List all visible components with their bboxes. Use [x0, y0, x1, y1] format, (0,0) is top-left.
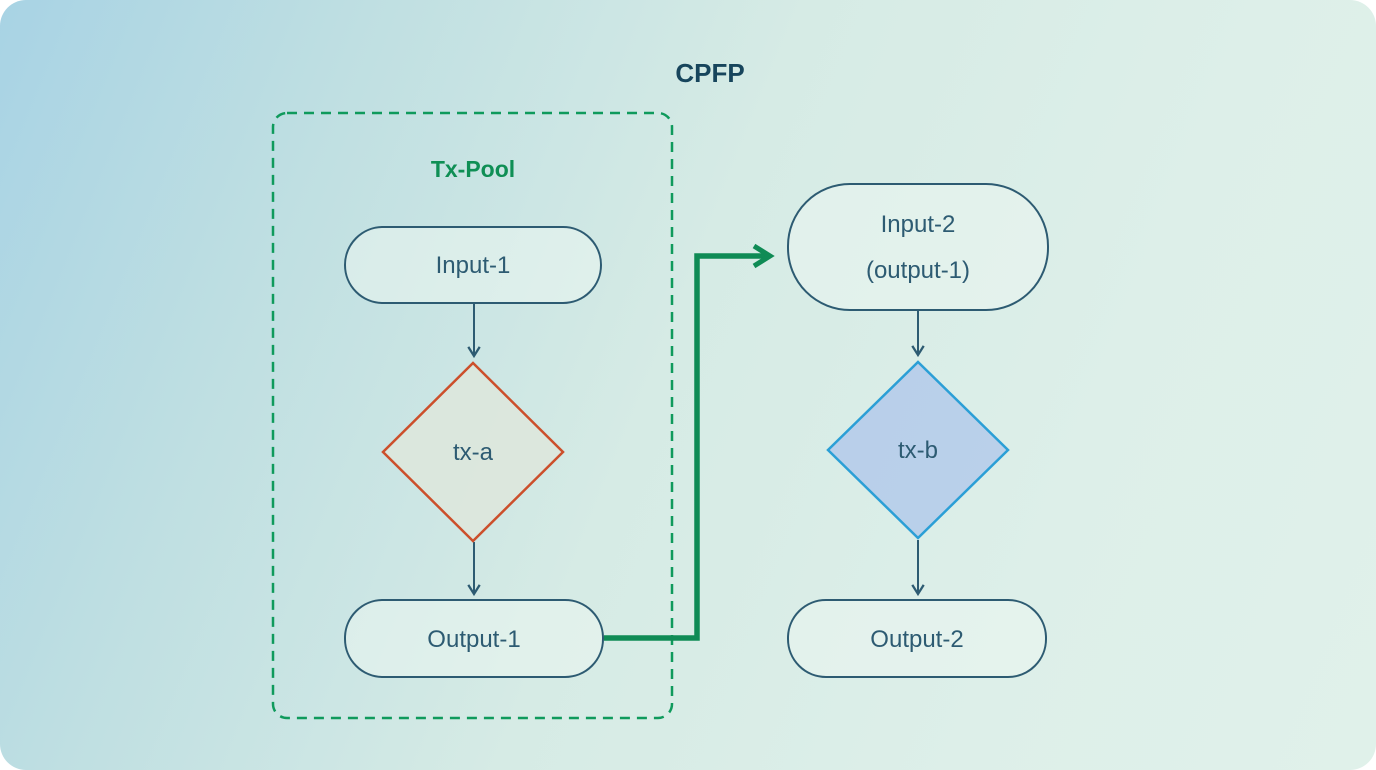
node-tx-a-diamond: [381, 361, 565, 543]
node-output1: [344, 599, 604, 678]
arrow-output1-to-input2: [604, 243, 775, 641]
tx-pool-label: Tx-Pool: [431, 156, 515, 182]
node-output2-label: Output-2: [870, 626, 963, 653]
node-input2-label: Input-2: [881, 211, 956, 238]
node-input2-sublabel: (output-1): [866, 257, 970, 284]
node-input2: [787, 183, 1049, 311]
tx-pool-dashed-box: [271, 111, 674, 720]
node-output1-label: Output-1: [427, 626, 520, 653]
diagram-title: CPFP: [675, 58, 744, 88]
node-tx-a-label: tx-a: [453, 439, 494, 466]
node-tx-b-diamond: [826, 360, 1010, 540]
node-input1: [344, 226, 602, 304]
node-input1-label: Input-1: [436, 252, 511, 279]
node-output2: [787, 599, 1047, 678]
node-tx-b-label: tx-b: [898, 437, 938, 464]
